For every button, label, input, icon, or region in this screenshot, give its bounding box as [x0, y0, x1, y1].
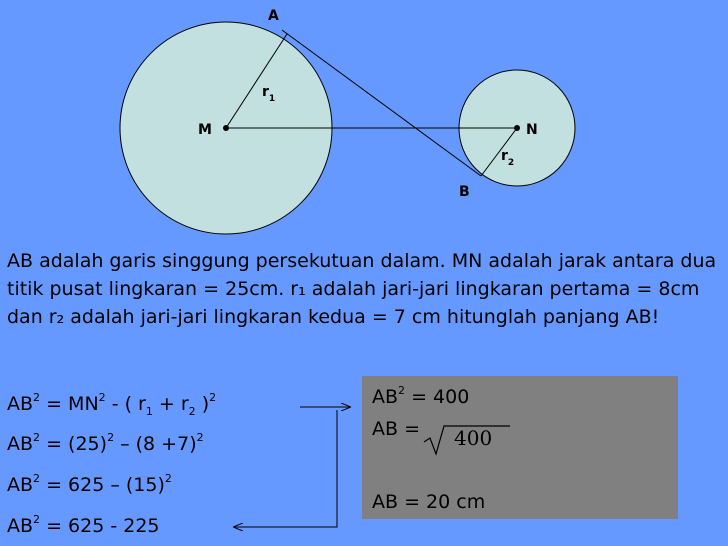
center-m-dot [223, 125, 229, 131]
radius-r1 [225, 33, 288, 129]
tangent-ab [281, 29, 482, 177]
result-line-3: AB = 20 cm [372, 491, 486, 513]
step-3: AB2 = 625 – (15)2 [7, 472, 172, 496]
label-n: N [526, 122, 538, 138]
step-4: AB2 = 625 - 225 [7, 513, 160, 537]
label-r1: r1 [262, 84, 275, 104]
result-line-1: AB2 = 400 [372, 384, 470, 408]
sqrt-symbol [423, 425, 510, 456]
label-a: A [268, 8, 279, 24]
result-box: AB2 = 400 AB = 400 AB = 20 cm [362, 376, 678, 519]
radius-r2 [480, 127, 518, 177]
problem-statement: AB adalah garis singgung persekutuan dal… [7, 250, 717, 328]
label-r2: r2 [501, 148, 514, 168]
step-1: AB2 = MN2 - ( r1 + r2 )2 [7, 391, 217, 418]
step-2: AB2 = (25)2 – (8 +7)2 [7, 431, 204, 455]
label-m: M [198, 122, 212, 138]
center-n-dot [514, 125, 520, 131]
label-b: B [459, 184, 470, 200]
result-line-2: AB = [372, 418, 420, 440]
sqrt-value: 400 [454, 426, 493, 450]
